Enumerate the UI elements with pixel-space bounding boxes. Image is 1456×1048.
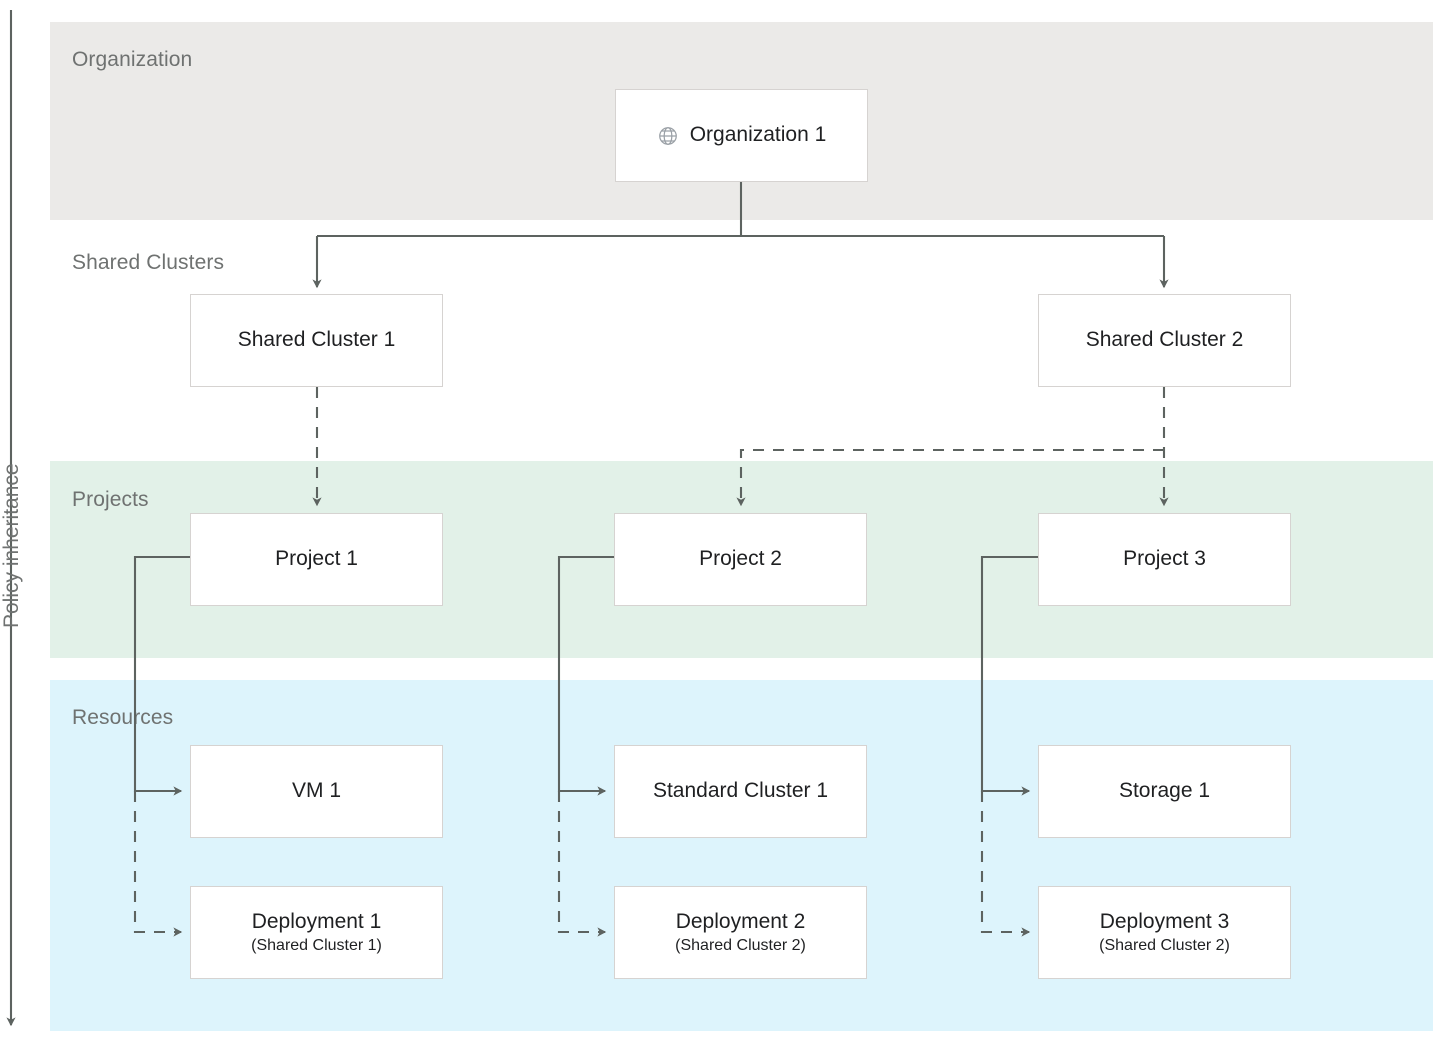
node-project-3[interactable]: Project 3 (1038, 513, 1291, 606)
node-title: Project 3 (1123, 547, 1206, 571)
node-vm-1[interactable]: VM 1 (190, 745, 443, 838)
band-label-shared-clusters: Shared Clusters (72, 251, 225, 274)
node-title: Project 1 (275, 547, 358, 571)
band-label-organization: Organization (72, 48, 193, 71)
node-title: Storage 1 (1118, 779, 1211, 803)
node-storage-1[interactable]: Storage 1 (1038, 745, 1291, 838)
node-title: Shared Cluster 1 (237, 328, 396, 352)
node-title: Deployment 2 (675, 909, 806, 933)
node-subtitle: (Shared Cluster 2) (1099, 936, 1230, 954)
node-title: Deployment 3 (1099, 909, 1230, 933)
node-subtitle: (Shared Cluster 2) (675, 936, 806, 954)
node-organization-1[interactable]: Organization 1 (615, 89, 868, 182)
node-project-1[interactable]: Project 1 (190, 513, 443, 606)
node-subtitle: (Shared Cluster 1) (251, 936, 382, 954)
node-deployment-1[interactable]: Deployment 1 (Shared Cluster 1) (190, 886, 443, 979)
band-label-resources: Resources (72, 706, 174, 729)
node-title: VM 1 (291, 779, 341, 803)
node-standard-cluster-1[interactable]: Standard Cluster 1 (614, 745, 867, 838)
node-title: Organization 1 (689, 123, 827, 147)
node-title: Standard Cluster 1 (652, 779, 829, 803)
node-title: Shared Cluster 2 (1085, 328, 1244, 352)
node-title: Deployment 1 (251, 909, 382, 933)
band-label-projects: Projects (72, 488, 149, 511)
node-shared-cluster-1[interactable]: Shared Cluster 1 (190, 294, 443, 387)
node-shared-cluster-2[interactable]: Shared Cluster 2 (1038, 294, 1291, 387)
node-deployment-3[interactable]: Deployment 3 (Shared Cluster 2) (1038, 886, 1291, 979)
policy-inheritance-label: Policy inheritance (0, 463, 23, 628)
node-deployment-2[interactable]: Deployment 2 (Shared Cluster 2) (614, 886, 867, 979)
globe-icon (657, 125, 679, 147)
node-project-2[interactable]: Project 2 (614, 513, 867, 606)
node-title: Project 2 (699, 547, 782, 571)
